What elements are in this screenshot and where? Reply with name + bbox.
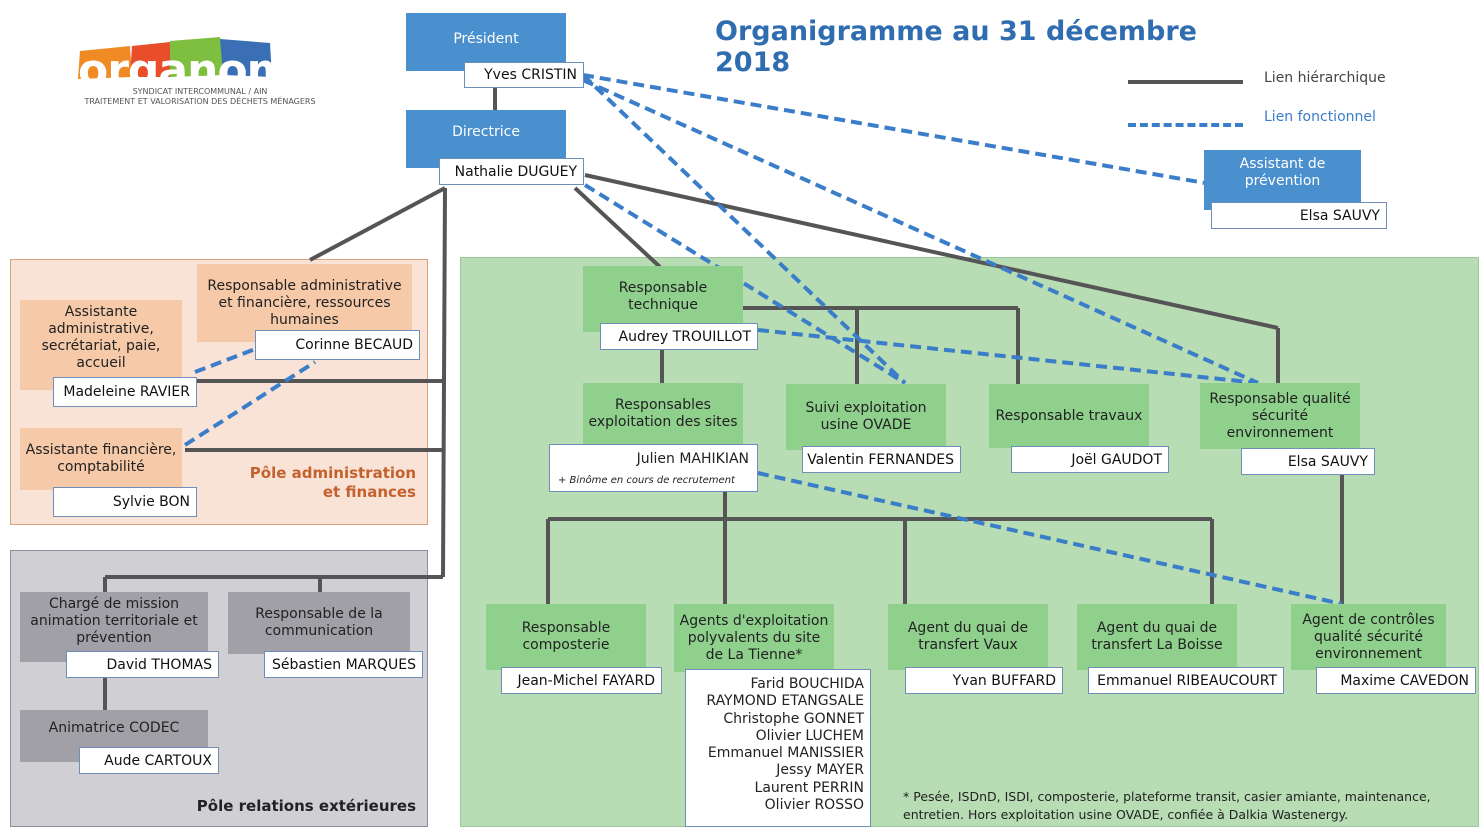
logo-subtitle-2: TRAITEMENT ET VALORISATION DES DÉCHETS M… [84,97,316,106]
prevention-name: Elsa SAUVY [1211,202,1387,229]
qse-name: Elsa SAUVY [1241,448,1375,475]
rt-name: Audrey TROUILLOT [600,323,758,350]
hierarchical-links [103,88,1344,710]
rt-role: Responsable technique [583,266,743,332]
boisse-name: Emmanuel RIBEAUCOURT [1088,667,1284,694]
logo-graphic: organom [78,37,293,96]
legend-functional-line [1128,123,1243,127]
raf-name: Corinne BECAUD [255,330,420,360]
agents-role: Agents d'exploitation polyvalents du sit… [674,604,834,672]
res-note: + Binôme en cours de recrutement [558,475,735,486]
footnote-line2: entretien. Hors exploitation usine OVADE… [903,807,1349,822]
controle-name: Maxime CAVEDON [1316,667,1476,694]
res-role: Responsables exploitation des sites [583,383,743,445]
legend: Lien hiérarchique Lien fonctionnel [1128,65,1428,135]
legend-hierarchical-label: Lien hiérarchique [1264,70,1386,86]
agent-name: Christophe GONNET [723,710,864,727]
legend-hierarchical-line [1128,80,1243,84]
raf-role: Responsable administrative et financière… [197,264,412,342]
prevention-role: Assistant de prévention [1204,150,1361,210]
boisse-role: Agent du quai de transfert La Boisse [1077,604,1237,670]
agent-name: Jessy MAYER [776,762,864,779]
finance-name: Sylvie BON [53,487,197,517]
ovade-name: Valentin FERNANDES [802,446,961,473]
functional-links [183,73,1343,606]
res-name-box: Julien MAHIKIAN + Binôme en cours de rec… [549,444,758,492]
director-name: Nathalie DUGUEY [439,158,584,185]
vaux-role: Agent du quai de transfert Vaux [888,604,1048,670]
vaux-name: Yvan BUFFARD [905,667,1063,694]
agent-name: Emmanuel MANISSIER [707,745,864,762]
assistant-admin-role: Assistante administrative, secrétariat, … [20,300,182,390]
travaux-name: Joël GAUDOT [1011,446,1169,473]
logo-subtitle-1: SYNDICAT INTERCOMMUNAL / AIN [132,87,268,96]
president-name: Yves CRISTIN [464,62,584,88]
organom-logo: organom SYNDICAT INTERCOMMUNAL / AIN TRA… [60,37,340,117]
pole-admin-label: Pôle administration et finances [230,464,416,502]
president-role: Président [406,13,566,71]
agent-name: Farid BOUCHIDA [750,676,865,692]
comm-name: Sébastien MARQUES [264,651,423,678]
agent-name: Olivier ROSSO [764,797,864,814]
mission-name: David THOMAS [66,651,219,678]
footnote: * Pesée, ISDnD, ISDI, composterie, plate… [903,788,1473,824]
comm-role: Responsable de la communication [228,592,410,654]
assistant-admin-name: Madeleine RAVIER [53,377,197,407]
pole-admin-label-line1: Pôle administration [249,464,416,482]
controle-role: Agent de contrôles qualité sécurité envi… [1291,604,1446,670]
mission-role: Chargé de mission animation territoriale… [20,592,208,662]
compost-name: Jean-Michel FAYARD [501,667,662,694]
pole-admin-label-line2: et finances [322,483,416,501]
res-name: Julien MAHIKIAN [636,451,749,467]
qse-role: Responsable qualité sécurité environneme… [1200,383,1360,449]
agent-name: RAYMOND ETANGSALE [706,693,864,710]
travaux-role: Responsable travaux [989,384,1149,448]
agent-name: Olivier LUCHEM [755,727,864,744]
compost-role: Responsable composterie [486,604,646,670]
page-title: Organigramme au 31 décembre 2018 [715,16,1197,78]
codec-name: Aude CARTOUX [79,747,219,774]
logo-word: organom [78,45,292,96]
agents-names-box: Farid BOUCHIDA RAYMOND ETANGSALE Christo… [685,669,871,827]
agent-name: Laurent PERRIN [754,779,864,796]
ovade-role: Suivi exploitation usine OVADE [786,384,946,450]
finance-role: Assistante financière, comptabilité [20,428,182,490]
legend-functional-label: Lien fonctionnel [1264,109,1376,125]
pole-ext-label: Pôle relations extérieures [196,797,416,815]
footnote-line1: * Pesée, ISDnD, ISDI, composterie, plate… [903,789,1431,804]
